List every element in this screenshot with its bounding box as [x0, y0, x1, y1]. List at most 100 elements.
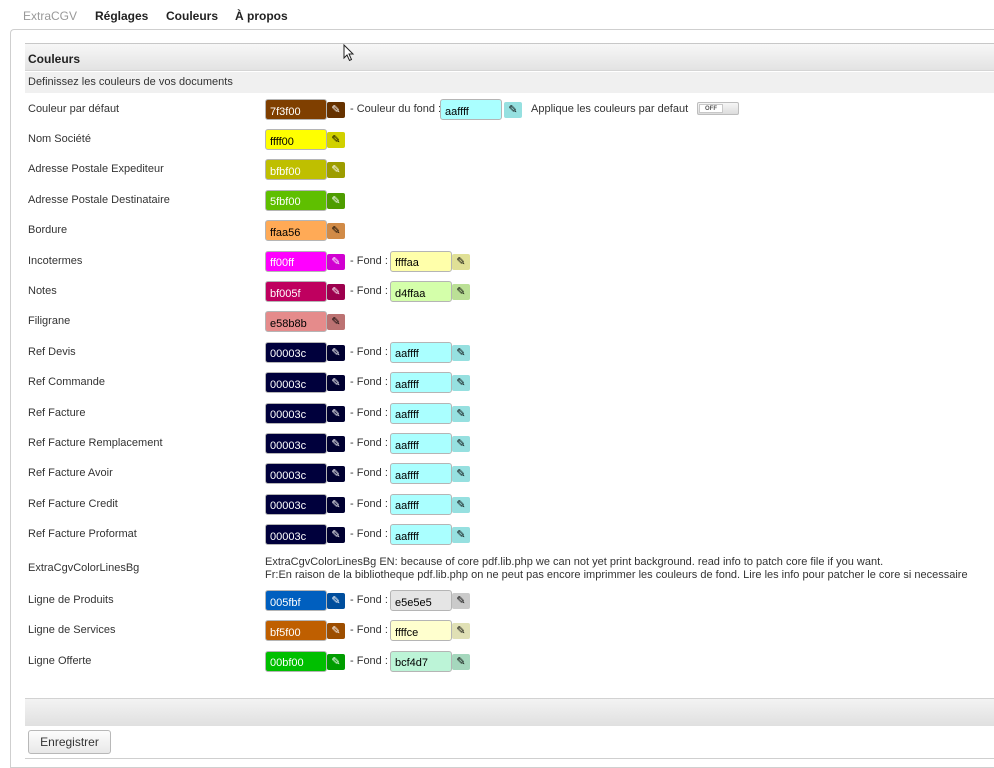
pencil-icon[interactable]: ✎ [452, 375, 470, 392]
text-color-input[interactable] [265, 159, 327, 181]
background-label: - Fond : [350, 437, 388, 449]
default-background-input[interactable] [440, 99, 502, 120]
pencil-icon[interactable]: ✎ [327, 344, 345, 361]
text-color-input[interactable] [265, 433, 327, 454]
text-color-input[interactable] [265, 372, 327, 394]
section-description: Definissez les couleurs de vos documents [28, 76, 233, 88]
color-row: Nom Société✎ [25, 127, 994, 153]
pencil-icon[interactable]: ✎ [452, 653, 470, 670]
text-color-input[interactable] [265, 493, 327, 515]
pencil-icon[interactable]: ✎ [452, 344, 470, 361]
pencil-icon[interactable]: ✎ [327, 496, 345, 513]
content-panel [10, 29, 994, 768]
row-color-lines-bg: ExtraCgvColorLinesBg ExtraCgvColorLinesB… [25, 555, 994, 585]
text-color-input[interactable] [265, 402, 327, 424]
pencil-icon[interactable]: ✎ [327, 223, 345, 240]
background-color-input[interactable] [390, 433, 452, 454]
background-color-input[interactable] [390, 372, 452, 394]
background-color-input[interactable] [390, 493, 452, 515]
text-color-input[interactable] [265, 311, 327, 333]
pencil-icon[interactable]: ✎ [452, 623, 470, 640]
text-color-input[interactable] [265, 220, 327, 242]
color-row: Notes✎- Fond :✎ [25, 279, 994, 305]
color-row: Ref Facture Remplacement ✎ - Fond : ✎ [25, 431, 994, 457]
pencil-icon[interactable]: ✎ [504, 102, 522, 118]
background-color-input[interactable] [390, 463, 452, 485]
section-description-row: Definissez les couleurs de vos documents [25, 72, 994, 93]
pencil-icon[interactable]: ✎ [327, 375, 345, 392]
background-color-input[interactable] [390, 620, 452, 642]
pencil-icon[interactable]: ✎ [327, 436, 345, 452]
row-label: Ligne de Produits [28, 594, 114, 606]
background-color-input[interactable] [390, 524, 452, 546]
pencil-icon[interactable]: ✎ [327, 284, 345, 300]
pencil-icon[interactable]: ✎ [327, 653, 345, 670]
pencil-icon[interactable]: ✎ [327, 192, 345, 209]
color-row: Filigrane ✎ [25, 309, 994, 335]
default-color-input[interactable] [265, 99, 327, 120]
apply-default-colors-label: Applique les couleurs par defaut [531, 103, 689, 115]
pencil-icon[interactable]: ✎ [327, 623, 345, 640]
pencil-icon[interactable]: ✎ [452, 496, 470, 513]
color-row: Adresse Postale Destinataire ✎ [25, 188, 994, 214]
text-color-input[interactable] [265, 281, 327, 302]
background-label: - Fond : [350, 254, 388, 267]
nav-couleurs[interactable]: Couleurs [166, 9, 219, 23]
pencil-icon[interactable]: ✎ [327, 593, 345, 609]
save-button[interactable]: Enregistrer [28, 730, 111, 754]
text-color-input[interactable] [265, 524, 327, 546]
row-label: Adresse Postale Expediteur [28, 163, 164, 176]
color-row: Ref Facture Credit✎- Fond :✎ [25, 492, 994, 518]
pencil-icon[interactable]: ✎ [452, 527, 470, 544]
text-color-input[interactable] [265, 590, 327, 611]
text-color-input[interactable] [265, 129, 327, 150]
nav-a-propos[interactable]: À propos [235, 9, 288, 23]
text-color-input[interactable] [265, 341, 327, 363]
row-label: Adresse Postale Destinataire [28, 193, 170, 206]
background-label: - Fond : [350, 345, 388, 358]
color-row: Ref Facture Avoir ✎ - Fond : ✎ [25, 461, 994, 487]
row-label: Filigrane [28, 315, 71, 328]
pencil-icon[interactable]: ✎ [452, 284, 470, 300]
row-label: Bordure [28, 224, 68, 237]
pencil-icon[interactable]: ✎ [327, 466, 345, 483]
background-color-input[interactable] [390, 650, 452, 672]
background-color-input[interactable] [390, 341, 452, 363]
background-label: - Fond : [350, 467, 388, 480]
pencil-icon[interactable]: ✎ [327, 132, 345, 148]
nav-reglages[interactable]: Réglages [95, 9, 149, 23]
background-color-input[interactable] [390, 590, 452, 611]
row-label: Ref Facture [28, 406, 86, 419]
row-label: Ref Facture Proformat [28, 528, 137, 541]
pencil-icon[interactable]: ✎ [327, 102, 345, 118]
background-label: - Fond : [350, 624, 388, 637]
color-row: Ref Devis ✎ - Fond : ✎ [25, 340, 994, 366]
pencil-icon[interactable]: ✎ [327, 162, 345, 179]
background-color-input[interactable] [390, 250, 452, 272]
row-label: Ref Facture Remplacement [28, 437, 163, 449]
text-color-input[interactable] [265, 250, 327, 272]
pencil-icon[interactable]: ✎ [452, 466, 470, 483]
background-color-label: - Couleur du fond : [350, 103, 442, 115]
pencil-icon[interactable]: ✎ [452, 593, 470, 609]
nav-brand[interactable]: ExtraCGV [23, 9, 78, 23]
row-label: Ref Facture Avoir [28, 467, 113, 480]
pencil-icon[interactable]: ✎ [452, 436, 470, 452]
pencil-icon[interactable]: ✎ [327, 405, 345, 422]
row-label: ExtraCgvColorLinesBg [28, 562, 140, 574]
background-color-input[interactable] [390, 402, 452, 424]
background-label: - Fond : [350, 654, 388, 667]
pencil-icon[interactable]: ✎ [327, 314, 345, 331]
text-color-input[interactable] [265, 189, 327, 211]
text-color-input[interactable] [265, 620, 327, 642]
text-color-input[interactable] [265, 463, 327, 485]
pencil-icon[interactable]: ✎ [327, 253, 345, 270]
row-default-color: Couleur par défaut ✎ - Couleur du fond :… [25, 97, 994, 123]
pencil-icon[interactable]: ✎ [452, 253, 470, 270]
pencil-icon[interactable]: ✎ [327, 527, 345, 544]
pencil-icon[interactable]: ✎ [452, 405, 470, 422]
row-label: Ref Devis [28, 345, 76, 358]
text-color-input[interactable] [265, 650, 327, 672]
apply-default-toggle[interactable]: OFF [697, 102, 739, 115]
background-color-input[interactable] [390, 281, 452, 302]
